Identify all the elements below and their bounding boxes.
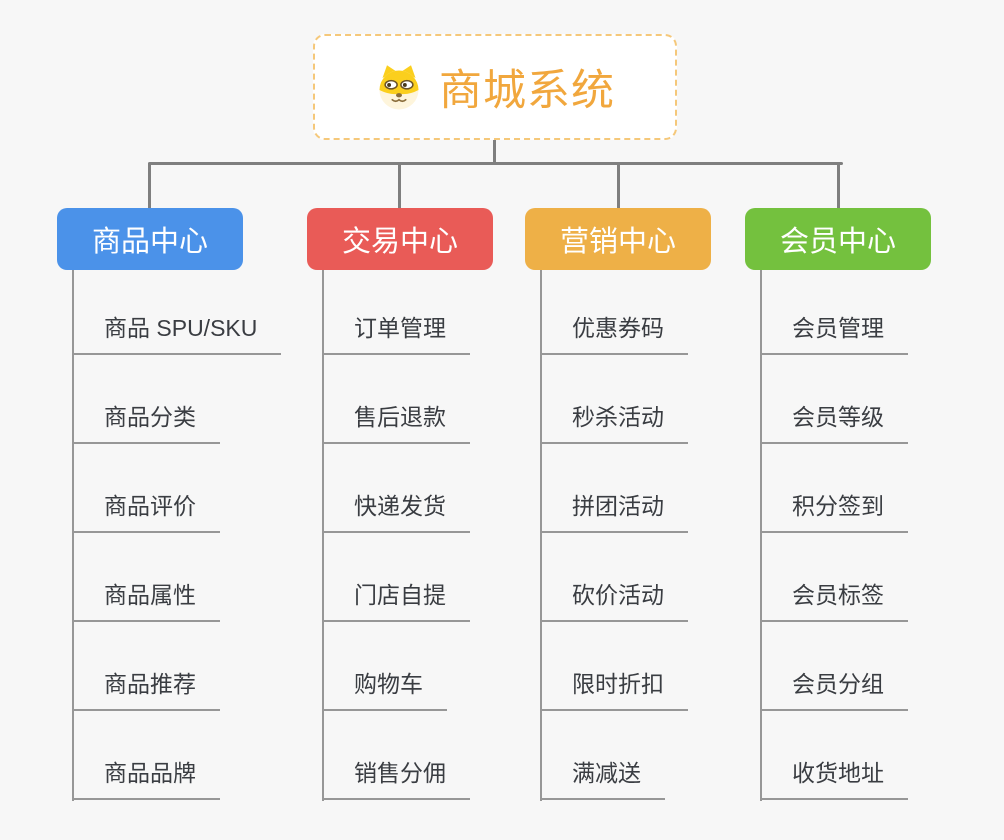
branch-header-label: 会员中心 — [779, 226, 896, 258]
branch-header-product-center[interactable]: 商品中心 — [57, 208, 243, 270]
child-node[interactable]: 门店自提 — [322, 581, 470, 622]
child-node[interactable]: 收货地址 — [760, 759, 908, 800]
child-node[interactable]: 限时折扣 — [540, 670, 688, 711]
connector-drop-trade — [398, 163, 401, 208]
connector-drop-member — [837, 163, 840, 208]
child-node[interactable]: 会员标签 — [760, 581, 908, 622]
child-node[interactable]: 会员等级 — [760, 403, 908, 444]
child-node[interactable]: 快递发货 — [322, 492, 470, 533]
child-node[interactable]: 订单管理 — [322, 314, 470, 355]
root-title: 商城系统 — [439, 67, 615, 115]
branch-child-line-marketing — [540, 270, 542, 801]
root-node[interactable]: 商城系统 — [313, 34, 677, 140]
connector-drop-marketing — [617, 163, 620, 208]
child-node[interactable]: 商品 SPU/SKU — [72, 314, 282, 355]
child-node[interactable]: 拼团活动 — [540, 492, 688, 533]
child-node[interactable]: 秒杀活动 — [540, 403, 688, 444]
connector-drop-product — [148, 163, 151, 208]
branch-child-line-product — [72, 270, 74, 801]
child-node[interactable]: 会员分组 — [760, 670, 908, 711]
child-node[interactable]: 砍价活动 — [540, 581, 688, 622]
child-node[interactable]: 商品评价 — [72, 492, 220, 533]
connector-root-stem — [493, 139, 496, 165]
child-node[interactable]: 优惠券码 — [540, 314, 688, 355]
child-node[interactable]: 购物车 — [322, 670, 447, 711]
child-node[interactable]: 售后退款 — [322, 403, 470, 444]
child-node[interactable]: 积分签到 — [760, 492, 908, 533]
branch-child-line-member — [760, 270, 762, 801]
branch-header-label: 营销中心 — [559, 226, 676, 258]
child-node[interactable]: 销售分佣 — [322, 759, 470, 800]
branch-child-line-trade — [322, 270, 324, 801]
branch-header-marketing-center[interactable]: 营销中心 — [525, 208, 711, 270]
child-node[interactable]: 商品分类 — [72, 403, 220, 444]
branch-header-trade-center[interactable]: 交易中心 — [307, 208, 493, 270]
dog-face-icon — [379, 65, 419, 110]
branch-header-member-center[interactable]: 会员中心 — [745, 208, 931, 270]
connector-bus — [148, 162, 843, 165]
branch-header-label: 交易中心 — [341, 226, 458, 258]
child-node[interactable]: 会员管理 — [760, 314, 908, 355]
branch-header-label: 商品中心 — [91, 226, 208, 258]
child-node[interactable]: 商品推荐 — [72, 670, 220, 711]
child-node[interactable]: 商品品牌 — [72, 759, 220, 800]
child-node[interactable]: 满减送 — [540, 759, 665, 800]
child-node[interactable]: 商品属性 — [72, 581, 220, 622]
